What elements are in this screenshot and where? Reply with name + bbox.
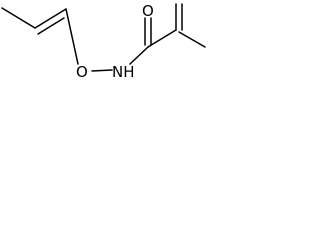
oxygen-ether-label: O bbox=[76, 63, 88, 81]
oxygen-carbonyl-label: O bbox=[142, 2, 154, 20]
bond-ch3-ch bbox=[1, 7, 36, 29]
bond-ch-o bbox=[65, 8, 79, 65]
bond-ch-ch-double-b bbox=[37, 17, 65, 35]
structure-diagram: O O NH bbox=[0, 0, 208, 85]
nitrogen-label: NH bbox=[112, 63, 135, 81]
bond-ch-ch-double-a bbox=[34, 8, 67, 29]
bond-alkene-methyl bbox=[178, 31, 206, 48]
molecule-svg: O O NH bbox=[1, 2, 206, 81]
bond-n-carbonyl bbox=[129, 46, 149, 65]
bond-carbonyl-alkene bbox=[147, 29, 177, 48]
bond-o-n bbox=[91, 69, 113, 72]
